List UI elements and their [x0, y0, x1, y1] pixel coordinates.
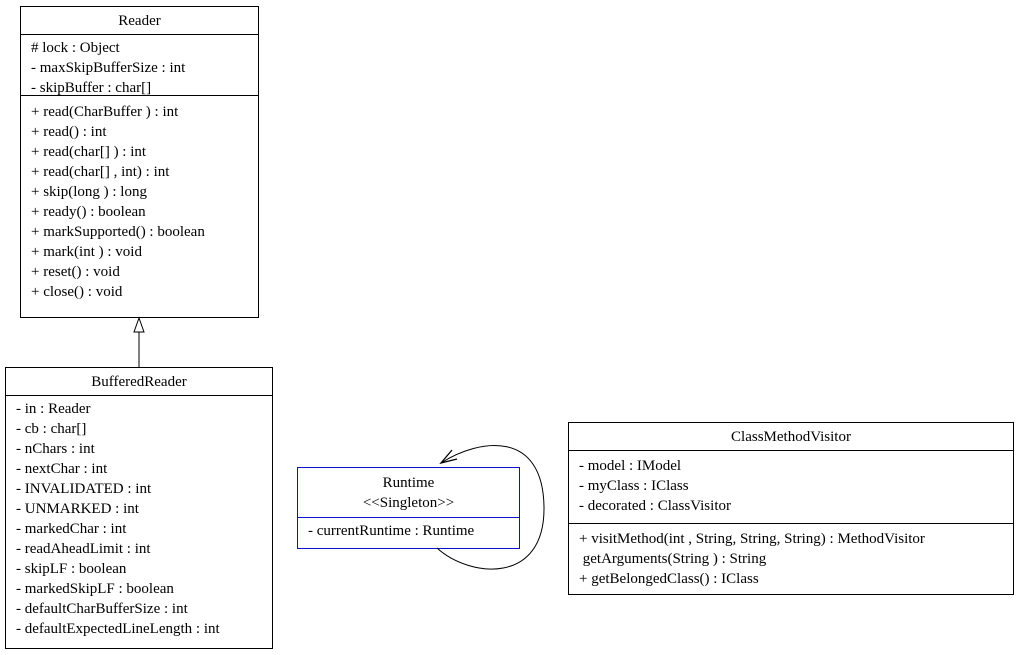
method: + reset() : void	[31, 264, 120, 280]
attribute: - defaultExpectedLineLength : int	[16, 621, 220, 637]
class-reader: Reader # lock : Object - maxSkipBufferSi…	[20, 6, 259, 318]
class-runtime-name-block: Runtime <<Singleton>>	[298, 468, 519, 518]
class-class-method-visitor-name: ClassMethodVisitor	[569, 423, 1013, 451]
class-runtime-stereotype: <<Singleton>>	[362, 495, 455, 511]
class-runtime-name: Runtime	[382, 475, 435, 491]
method: + ready() : boolean	[31, 204, 146, 220]
class-runtime: Runtime <<Singleton>> - currentRuntime :…	[297, 467, 520, 549]
class-reader-name: Reader	[21, 7, 258, 35]
class-buffered-reader-attributes: - in : Reader - cb : char[] - nChars : i…	[6, 396, 272, 643]
attribute: - readAheadLimit : int	[16, 541, 151, 557]
attribute: # lock : Object	[31, 40, 120, 56]
attribute: - markedChar : int	[16, 521, 127, 537]
self-association-arrowhead	[439, 449, 458, 465]
attribute: - currentRuntime : Runtime	[308, 523, 475, 539]
class-reader-methods: + read(CharBuffer ) : int + read() : int…	[21, 95, 258, 306]
method: + read(char[] , int) : int	[31, 164, 170, 180]
method: + close() : void	[31, 284, 123, 300]
method: + visitMethod(int , String, String, Stri…	[579, 531, 925, 547]
method: + read(CharBuffer ) : int	[31, 104, 179, 120]
class-runtime-attributes: - currentRuntime : Runtime	[298, 518, 519, 545]
class-buffered-reader-name: BufferedReader	[6, 368, 272, 396]
attribute: - nextChar : int	[16, 461, 108, 477]
attribute: - nChars : int	[16, 441, 95, 457]
attribute: - skipBuffer : char[]	[31, 80, 152, 96]
method: + read() : int	[31, 124, 107, 140]
attribute: - INVALIDATED : int	[16, 481, 152, 497]
attribute: - decorated : ClassVisitor	[579, 498, 731, 514]
method: + mark(int ) : void	[31, 244, 142, 260]
attribute: - defaultCharBufferSize : int	[16, 601, 188, 617]
method: getArguments(String ) : String	[579, 551, 767, 567]
attribute: - UNMARKED : int	[16, 501, 139, 517]
attribute: - skipLF : boolean	[16, 561, 127, 577]
class-class-method-visitor-attributes: - model : IModel - myClass : IClass - de…	[569, 451, 1013, 523]
class-buffered-reader: BufferedReader - in : Reader - cb : char…	[5, 367, 273, 649]
method: + getBelongedClass() : IClass	[579, 571, 759, 587]
method: + skip(long ) : long	[31, 184, 147, 200]
method: + markSupported() : boolean	[31, 224, 205, 240]
attribute: - cb : char[]	[16, 421, 87, 437]
attribute: - myClass : IClass	[579, 478, 689, 494]
generalization-arrowhead	[133, 316, 145, 333]
attribute: - maxSkipBufferSize : int	[31, 60, 186, 76]
class-class-method-visitor: ClassMethodVisitor - model : IModel - my…	[568, 422, 1014, 595]
method: + read(char[] ) : int	[31, 144, 147, 160]
attribute: - in : Reader	[16, 401, 91, 417]
attribute: - model : IModel	[579, 458, 682, 474]
attribute: - markedSkipLF : boolean	[16, 581, 174, 597]
class-reader-attributes: # lock : Object - maxSkipBufferSize : in…	[21, 35, 258, 96]
class-class-method-visitor-methods: + visitMethod(int , String, String, Stri…	[569, 523, 1013, 593]
